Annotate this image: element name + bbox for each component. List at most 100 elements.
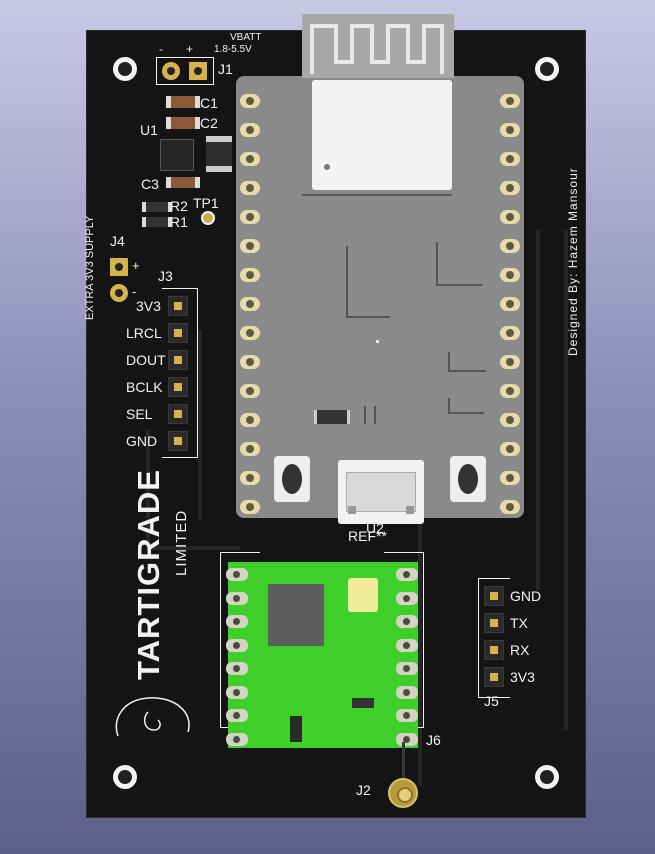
c3-label: C3	[141, 176, 159, 192]
trace	[150, 546, 240, 550]
j3-outline	[162, 288, 198, 458]
rf-module-pin	[396, 568, 418, 581]
trace	[536, 230, 540, 590]
j5-label: J5	[484, 693, 499, 709]
resistor-r2	[142, 202, 172, 212]
u1-label: U1	[140, 122, 158, 138]
tardigrade-logo	[115, 697, 190, 737]
smd-part	[352, 698, 374, 708]
crystal	[348, 578, 378, 612]
j4-pad-plus	[110, 258, 128, 276]
esp32-devkit	[236, 76, 524, 524]
j2-label: J2	[356, 782, 371, 798]
antenna-trace	[402, 742, 405, 786]
esp32-pin	[240, 181, 260, 195]
esp32-pin	[500, 413, 520, 427]
capacitor-c2	[166, 117, 200, 129]
j3-pin	[168, 404, 188, 424]
rf-module-pin	[396, 685, 418, 699]
j1-plus-label: +	[186, 42, 194, 56]
esp32-pin	[500, 181, 520, 195]
j3-pin	[168, 296, 188, 316]
rf-module-pin	[396, 615, 418, 628]
rf-module-pin	[226, 685, 248, 699]
rf-module-pin	[226, 732, 248, 746]
j4-minus-label: -	[132, 284, 137, 299]
brand-name: TARTIGRADE	[131, 469, 166, 680]
esp32-pin	[240, 297, 260, 311]
rf-module-pin	[396, 709, 418, 722]
j6-label: J6	[426, 732, 441, 748]
j4-pad-minus	[110, 284, 128, 302]
esp32-pin	[500, 123, 520, 137]
rf-module-pin	[396, 591, 418, 605]
esp32-pin	[240, 152, 260, 166]
j3-pin	[168, 350, 188, 370]
boot-button[interactable]	[274, 456, 310, 502]
esp32-pin	[240, 268, 260, 282]
r2-label: R2	[170, 198, 188, 214]
j1-minus-label: -	[159, 42, 163, 56]
j5-outline	[478, 578, 510, 698]
j3-pin-label: SEL	[126, 406, 153, 422]
esp32-pin	[500, 94, 520, 108]
esp32-pin	[500, 239, 520, 253]
trace	[146, 430, 150, 550]
esp32-pin	[500, 355, 520, 369]
rf-module-pin	[396, 662, 418, 675]
esp32-pin	[500, 268, 520, 282]
esp32-pin	[500, 500, 520, 514]
c2-label: C2	[200, 115, 218, 131]
esp32-pin	[240, 210, 260, 224]
u2-label: U2	[366, 520, 384, 536]
esp32-pin	[500, 210, 520, 224]
reset-button[interactable]	[450, 456, 486, 502]
j5-pin	[484, 640, 504, 660]
j5-pin	[484, 586, 504, 606]
ufl-connector	[388, 778, 418, 808]
r1-label: R1	[170, 214, 188, 230]
extra-supply-label: EXTRA 3V3 SUPPLY	[84, 215, 96, 320]
pcb-antenna	[302, 14, 454, 78]
diode	[314, 410, 350, 424]
j3-pin	[168, 323, 188, 343]
rf-module-pin	[226, 568, 248, 581]
j1-pad-plus	[189, 62, 207, 80]
j3-pin-label: GND	[126, 433, 158, 449]
esp32-pin	[500, 442, 520, 456]
designer-credit: Designed By: Hazem Mansour	[566, 167, 580, 356]
esp32-pin	[500, 471, 520, 485]
j3-label: J3	[158, 268, 173, 284]
rf-module-pin	[226, 638, 248, 652]
ref-label: REF**	[348, 528, 387, 544]
esp32-pin	[240, 239, 260, 253]
j4-label: J4	[110, 233, 125, 249]
resistor-r1	[142, 217, 172, 227]
tp1-label: TP1	[193, 195, 219, 211]
esp32-pin	[240, 413, 260, 427]
esp32-pin	[240, 471, 260, 485]
inductor	[206, 136, 232, 172]
j5-pin	[484, 667, 504, 687]
esp32-pin	[240, 94, 260, 108]
trace	[198, 330, 202, 520]
rf-chip	[268, 584, 324, 646]
esp32-pin	[240, 123, 260, 137]
j5-pin-label: GND	[510, 588, 542, 604]
esp32-pin	[500, 326, 520, 340]
rf-module	[228, 562, 418, 748]
j5-pin-label: 3V3	[510, 669, 535, 685]
rf-module-pin	[396, 732, 418, 746]
j3-pin	[168, 377, 188, 397]
j5-pin-label: RX	[510, 642, 530, 658]
mounting-hole	[113, 765, 137, 789]
rf-module-pin	[226, 615, 248, 628]
rf-module-pin	[226, 662, 248, 675]
rf-module-pin	[226, 591, 248, 605]
j3-pin-label: BCLK	[126, 379, 163, 395]
capacitor-c1	[166, 96, 200, 108]
vbatt-range-label: 1.8-5.5V	[214, 44, 252, 55]
mounting-hole	[535, 765, 559, 789]
micro-usb-port[interactable]	[338, 460, 424, 524]
esp32-pin	[500, 152, 520, 166]
